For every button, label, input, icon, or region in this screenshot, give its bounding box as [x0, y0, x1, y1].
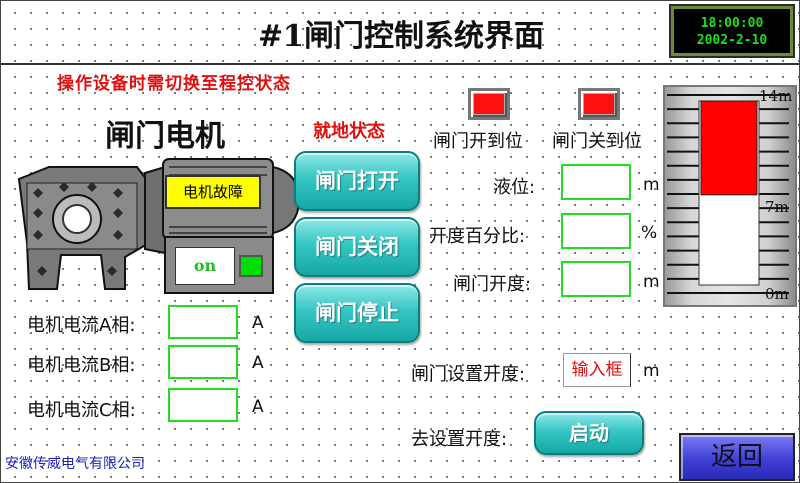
- clock-display: 18:00:00 2002-2-10: [669, 4, 795, 58]
- clock-date: 2002-2-10: [696, 33, 768, 48]
- current-a-field: [168, 305, 238, 339]
- gate-open-limit-fill: [474, 94, 504, 114]
- current-c-unit: A: [252, 397, 264, 417]
- gate-closed-limit-lamp: [578, 88, 620, 120]
- go-setpoint-label: 去设置开度:: [411, 429, 508, 450]
- gate-closed-limit-label: 闸门关到位: [552, 131, 642, 152]
- gauge-mid-label: 7m: [765, 198, 789, 216]
- page-title: #1闸门控制系统界面: [257, 19, 544, 54]
- opening-percent-field: [561, 213, 631, 249]
- current-b-label: 电机电流B相:: [27, 355, 136, 376]
- warning-text: 操作设备时需切换至程控状态: [57, 74, 291, 94]
- motor-on-status: on: [175, 247, 235, 285]
- gear-motor-icon: [17, 158, 299, 294]
- level-unit: m: [643, 175, 660, 195]
- current-c-label: 电机电流C相:: [27, 400, 136, 421]
- setpoint-input[interactable]: 输入框: [563, 353, 631, 387]
- gate-open-limit-label: 闸门开到位: [433, 131, 523, 152]
- title-bar: [1, 1, 799, 65]
- current-c-field: [168, 388, 238, 422]
- current-b-unit: A: [252, 353, 264, 373]
- start-button[interactable]: 启动: [534, 411, 644, 455]
- gate-opening-label: 闸门开度:: [453, 274, 532, 295]
- gate-open-button[interactable]: 闸门打开: [294, 151, 420, 211]
- gate-opening-unit: m: [643, 272, 660, 292]
- motor-run-lamp: [239, 255, 263, 277]
- gate-open-limit-lamp: [468, 88, 510, 120]
- current-a-label: 电机电流A相:: [27, 315, 136, 336]
- local-state-label: 就地状态: [313, 121, 385, 142]
- level-gauge-scale: [667, 94, 789, 294]
- gauge-top-label: 14m: [759, 87, 793, 105]
- back-button[interactable]: 返回: [679, 433, 795, 481]
- level-label: 液位:: [493, 177, 536, 198]
- gate-closed-limit-fill: [584, 94, 614, 114]
- current-b-field: [168, 345, 238, 379]
- opening-percent-label: 开度百分比:: [429, 226, 526, 247]
- company-name: 安徽传威电气有限公司: [5, 456, 145, 472]
- motor-fault-indicator: 电机故障: [165, 175, 261, 209]
- clock-time: 18:00:00: [700, 16, 764, 31]
- current-a-unit: A: [252, 313, 264, 333]
- gate-opening-field: [561, 261, 631, 297]
- gate-close-button[interactable]: 闸门关闭: [294, 217, 420, 277]
- opening-percent-unit: %: [641, 223, 658, 243]
- level-field: [561, 164, 631, 200]
- setpoint-label: 闸门设置开度:: [411, 364, 526, 385]
- gate-stop-button[interactable]: 闸门停止: [294, 283, 420, 343]
- setpoint-unit: m: [643, 361, 660, 381]
- gauge-bottom-label: 0m: [765, 285, 789, 303]
- motor-title: 闸门电机: [105, 119, 225, 154]
- gauge-level-fill: [700, 100, 758, 196]
